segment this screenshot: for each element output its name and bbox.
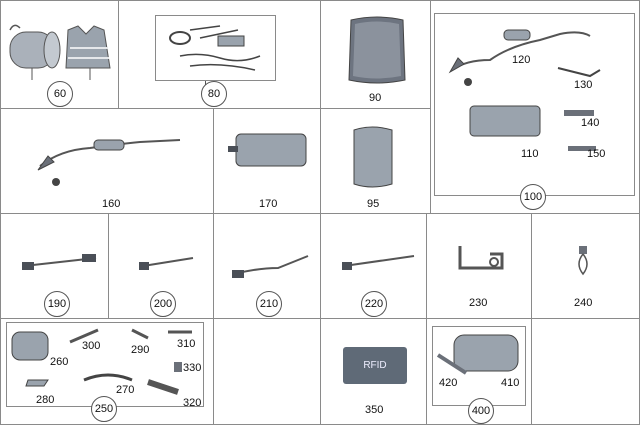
adapter-cable-drawing — [232, 255, 309, 278]
part-number: 310 — [177, 338, 196, 350]
wallbox-drawing — [348, 16, 406, 84]
part-number: 170 — [259, 198, 278, 210]
part-number: 300 — [82, 340, 101, 352]
grid-line — [118, 0, 119, 108]
grid-line — [320, 0, 321, 425]
part-number: 140 — [581, 117, 600, 129]
callout-circle: 100 — [520, 184, 546, 210]
cable-kit-drawing — [169, 25, 261, 71]
callout-circle: 210 — [256, 291, 282, 317]
grid-line — [430, 0, 431, 213]
callout-circle: 190 — [44, 291, 70, 317]
grid-line — [108, 213, 109, 318]
connector-plug-drawing — [578, 246, 588, 276]
part-number: 420 — [439, 377, 458, 389]
part-number: 330 — [183, 362, 202, 374]
adapter-cable-drawing — [22, 254, 97, 270]
grid-line — [213, 108, 214, 425]
grid-line — [0, 108, 430, 109]
grid-line — [426, 213, 427, 425]
adapter-cable-drawing — [139, 257, 194, 270]
part-number: 120 — [512, 54, 531, 66]
adapter-cable-drawing — [342, 255, 415, 270]
rfid-card-icon: RFID — [343, 347, 407, 384]
first-aid-kit-drawing — [9, 24, 111, 80]
part-number: 290 — [131, 344, 150, 356]
callout-circle: 60 — [47, 81, 73, 107]
part-number: 280 — [36, 394, 55, 406]
wall-bracket-drawing — [458, 246, 504, 270]
part-number: 95 — [367, 198, 380, 210]
part-number: 260 — [50, 356, 69, 368]
grid-line — [0, 0, 1, 425]
wallbox-cover-drawing — [353, 126, 393, 188]
callout-circle: 250 — [91, 396, 117, 422]
tool-kit-drawing — [11, 328, 192, 395]
control-box-drawing — [228, 133, 307, 167]
part-number: 150 — [587, 148, 606, 160]
part-number: 90 — [369, 92, 382, 104]
part-number: 240 — [574, 297, 593, 309]
part-number: 270 — [116, 384, 135, 396]
callout-circle: 80 — [201, 81, 227, 107]
callout-circle: 220 — [361, 291, 387, 317]
callout-circle: 400 — [468, 398, 494, 424]
grid-line — [531, 213, 532, 425]
part-number: 320 — [183, 397, 202, 409]
cable-kit-frame — [155, 15, 276, 81]
part-number: 160 — [102, 198, 121, 210]
part-number: 130 — [574, 79, 593, 91]
part-number: 350 — [365, 404, 384, 416]
case-drawing — [436, 334, 519, 375]
part-number: 110 — [521, 148, 539, 160]
part-number: 230 — [469, 297, 488, 309]
callout-circle: 200 — [150, 291, 176, 317]
charging-cable-drawing — [37, 139, 181, 186]
charging-cable-kit-drawing — [448, 29, 601, 151]
rfid-badge-text: RFID — [363, 360, 387, 371]
part-number: 410 — [501, 377, 520, 389]
